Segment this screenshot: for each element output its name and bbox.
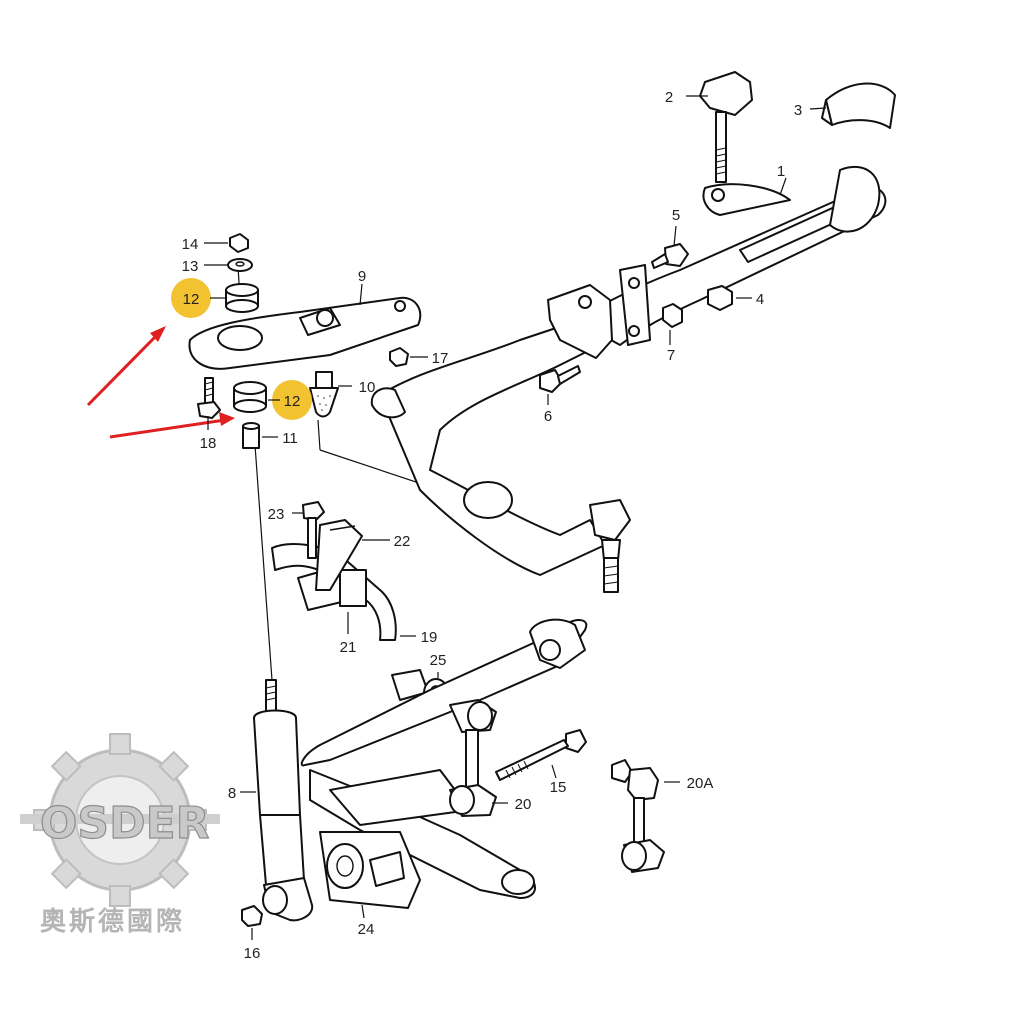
- nut-part-7: [662, 303, 683, 328]
- callout-7: 7: [667, 347, 675, 364]
- bolt-part-18: [197, 377, 221, 419]
- highlight-circle-upper: [171, 278, 211, 318]
- callout-17: 17: [432, 350, 449, 367]
- callout-18: 18: [200, 435, 217, 452]
- callout-13: 13: [182, 258, 199, 275]
- nut-part-14: [229, 233, 249, 253]
- clamp-cover-part-3: [821, 82, 896, 129]
- subframe-arm: [370, 264, 651, 576]
- bushing-lower-part-12: [233, 381, 267, 413]
- callout-25: 25: [430, 652, 447, 669]
- callout-24: 24: [358, 921, 375, 938]
- bolt-part-5: [651, 243, 689, 269]
- callout-10: 10: [359, 379, 376, 396]
- gear-logo-icon: [20, 733, 220, 907]
- callout-21: 21: [340, 639, 357, 656]
- callout-22: 22: [394, 533, 411, 550]
- callout-19: 19: [421, 629, 438, 646]
- strut-mount-plate-part-9: [188, 296, 422, 370]
- callout-5: 5: [672, 207, 680, 224]
- stabilizer-bar: [574, 165, 887, 346]
- arrow-to-upper-bushing: [86, 332, 160, 407]
- bracket-part-24: [319, 831, 421, 909]
- link-part-20: [449, 699, 497, 817]
- callout-23: 23: [268, 506, 285, 523]
- osder-watermark: OSDER 奧斯德國際: [20, 733, 220, 937]
- nut-part-16: [241, 905, 263, 927]
- nut-part-17: [389, 347, 409, 367]
- callout-2: 2: [665, 89, 673, 106]
- callout-20a: 20A: [687, 775, 714, 792]
- link-part-20a: [611, 759, 665, 873]
- red-arrows: [86, 326, 235, 439]
- callout-11: 11: [282, 430, 298, 447]
- bushing-upper-part-12: [225, 283, 259, 313]
- bolt-part-2: [699, 71, 753, 183]
- callout-6: 6: [544, 408, 552, 425]
- shock-absorber-part-8: [253, 679, 314, 922]
- callout-8: 8: [228, 785, 236, 802]
- bump-stop-part-10: [309, 371, 339, 418]
- callout-14: 14: [182, 236, 199, 253]
- callout-15: 15: [550, 779, 567, 796]
- callout-9: 9: [358, 268, 366, 285]
- leader-lines: [204, 95, 827, 940]
- watermark-logo-text: OSDER: [40, 798, 210, 849]
- bracket-part-22: [315, 519, 363, 591]
- bolt-part-23: [302, 501, 325, 559]
- bolt-part-6: [539, 365, 581, 393]
- callout-3: 3: [794, 102, 802, 119]
- callout-12-upper: 12: [183, 291, 200, 308]
- bolt-part-15: [495, 729, 587, 781]
- callout-labels: 1 2 3 4 5 6 7 8 9 10 11 12 12 13 14 15 1…: [182, 89, 803, 962]
- callout-12-lower: 12: [284, 393, 301, 410]
- callout-4: 4: [756, 291, 764, 308]
- arrow-to-lower-bushing: [109, 418, 226, 439]
- callout-16: 16: [244, 945, 261, 962]
- highlight-markers: [171, 278, 312, 420]
- ball-joint: [589, 499, 631, 593]
- sleeve-part-11: [242, 422, 260, 449]
- lower-control-arm: [300, 618, 588, 899]
- washer-part-13: [227, 258, 253, 272]
- highlight-circle-lower: [272, 380, 312, 420]
- callout-20: 20: [515, 796, 532, 813]
- nut-part-4: [707, 285, 733, 311]
- callout-1: 1: [777, 163, 785, 180]
- watermark-company-text: 奧斯德國際: [40, 907, 185, 937]
